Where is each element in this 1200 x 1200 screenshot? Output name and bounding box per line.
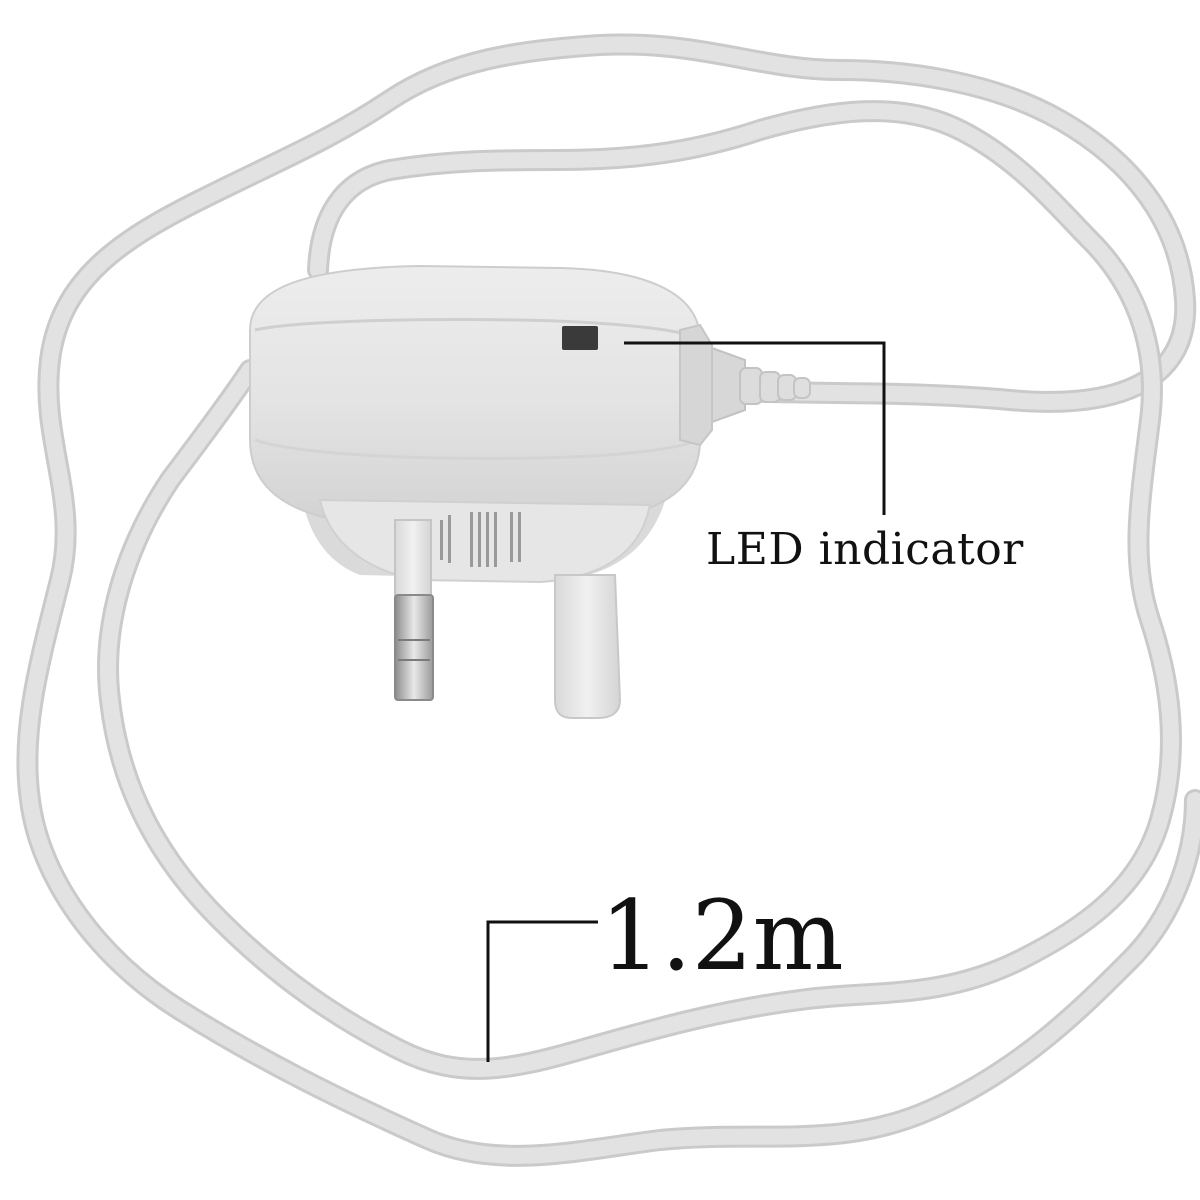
cable-length-label: 1.2m — [600, 880, 844, 992]
led-indicator — [562, 326, 598, 350]
led-indicator-label: LED indicator — [706, 524, 1024, 575]
charger-adapter — [249, 264, 713, 584]
length-leader-line — [486, 920, 598, 1062]
power-cable — [16, 33, 1200, 1167]
plug-prongs — [394, 519, 622, 719]
led-leader-line — [624, 341, 886, 515]
